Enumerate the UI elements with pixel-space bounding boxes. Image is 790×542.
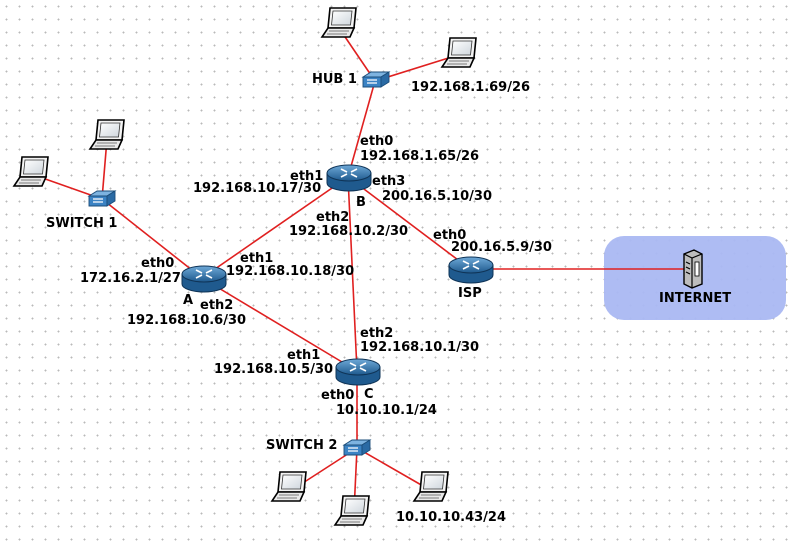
- c-eth1-label: eth1: [287, 348, 321, 363]
- laptop-icon-switch1-2: [13, 156, 49, 187]
- router-c-icon: [335, 358, 381, 386]
- b-eth3-ip: 200.16.5.10/30: [382, 189, 493, 204]
- a-eth2-label: eth2: [200, 298, 234, 313]
- switch2-label: SWITCH 2: [266, 438, 338, 453]
- router-b-icon: [326, 164, 372, 192]
- a-eth2-ip: 192.168.10.6/30: [127, 313, 247, 328]
- laptop-icon-hub1-1: [321, 7, 357, 38]
- a-eth1-label: eth1: [240, 251, 274, 266]
- b-eth2-ip: 192.168.10.2/30: [289, 224, 409, 239]
- laptop-icon-switch2-2: [334, 495, 370, 526]
- b-eth1-ip: 192.168.10.17/30: [193, 181, 322, 196]
- switch1-label: SWITCH 1: [46, 216, 118, 231]
- switch1-icon: [88, 190, 116, 207]
- server-icon: [683, 249, 703, 289]
- b-eth1-label: eth1: [290, 169, 324, 184]
- laptop-icon-switch2-3: [413, 471, 449, 502]
- switch2-pc-ip: 10.10.10.43/24: [396, 510, 507, 525]
- c-eth0-ip: 10.10.10.1/24: [336, 403, 437, 418]
- laptop-icon-switch2-1: [271, 471, 307, 502]
- laptop-icon-switch1-1: [89, 119, 125, 150]
- a-eth0-ip: 172.16.2.1/27: [80, 271, 181, 286]
- b-eth0-label: eth0: [360, 134, 394, 149]
- router-a-label: A: [183, 293, 194, 308]
- b-eth3-label: eth3: [372, 174, 406, 189]
- link-switch2-laptop3: [356, 447, 431, 491]
- link-b-c: [347, 176, 358, 372]
- link-b-isp: [347, 176, 471, 270]
- hub1-label: HUB 1: [312, 72, 357, 87]
- c-eth2-label: eth2: [360, 326, 394, 341]
- hub-pc-ip: 192.168.1.69/26: [411, 80, 531, 95]
- c-eth1-ip: 192.168.10.5/30: [214, 362, 334, 377]
- link-a-c: [201, 277, 358, 372]
- router-a-icon: [181, 265, 227, 293]
- router-b-label: B: [356, 195, 366, 210]
- b-eth2-label: eth2: [316, 210, 350, 225]
- router-isp-icon: [448, 256, 494, 284]
- a-eth1-ip: 192.168.10.18/30: [226, 264, 355, 279]
- b-eth0-ip: 192.168.1.65/26: [360, 149, 480, 164]
- c-eth2-ip: 192.168.10.1/30: [360, 340, 480, 355]
- isp-eth0-label: eth0: [433, 228, 467, 243]
- link-b-hub1: [347, 80, 376, 178]
- link-a-b: [201, 176, 349, 279]
- internet-label: INTERNET: [659, 291, 732, 306]
- link-a-switch1: [101, 198, 203, 279]
- hub1-icon: [362, 71, 390, 88]
- a-eth0-label: eth0: [141, 256, 175, 271]
- links: [33, 27, 690, 513]
- isp-label: ISP: [458, 286, 482, 301]
- c-eth0-label: eth0: [321, 388, 355, 403]
- laptop-icon-hub1-2: [441, 37, 477, 68]
- switch2-icon: [343, 439, 371, 456]
- isp-eth0-ip: 200.16.5.9/30: [451, 240, 552, 255]
- router-c-label: C: [364, 387, 374, 402]
